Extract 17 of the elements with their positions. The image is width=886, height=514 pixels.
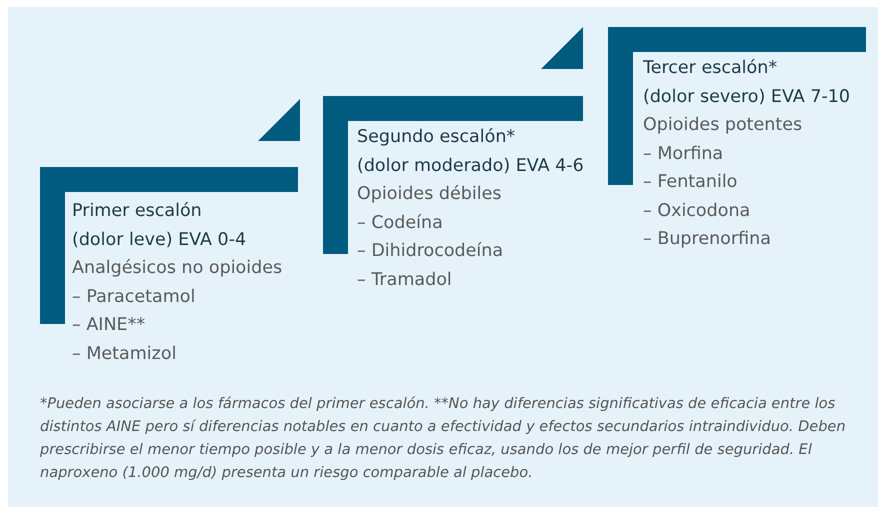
list-item: – Oxicodona <box>643 200 752 222</box>
step-subtitle: Analgésicos no opioides <box>72 257 282 280</box>
step-subtitle: Opioides potentes <box>643 114 804 137</box>
list-item: – Dihidrocodeína <box>357 240 504 263</box>
step-heading: Tercer escalón* (dolor severo) EVA 7-10 <box>643 57 850 108</box>
list-item: – Fentanilo <box>643 171 738 194</box>
step-heading: Primer escalón (dolor leve) EVA 0-4 <box>72 200 248 252</box>
list-item: – Metamizol <box>72 342 178 366</box>
footnote: *Pueden asociarse a los fármacos del primer escalón. **No hay diferencias significativas de eficacia entre los distintos AINE pero sí diferencias notables en cuanto a efectividad y efectos secundarios intraindividuo. Deben prescribirse el menor tiempo posible y a la menor dosis eficaz, usando los de mejor perfil de seguridad. El naproxeno (1.000 mg/d) presenta un riesgo comparable al placebo. <box>40 395 847 483</box>
list-item: – Buprenorfina <box>643 228 772 251</box>
list-item: – Tramadol <box>357 268 453 292</box>
list-item: – Morfina <box>643 142 724 166</box>
list-item: – Codeína <box>357 212 444 234</box>
step-heading: Segundo escalón* (dolor moderado) EVA 4-6 <box>357 126 584 178</box>
list-item: – Paracetamol <box>72 286 196 308</box>
step-subtitle: Opioides débiles <box>357 183 502 206</box>
list-item: – AINE** <box>72 314 146 337</box>
